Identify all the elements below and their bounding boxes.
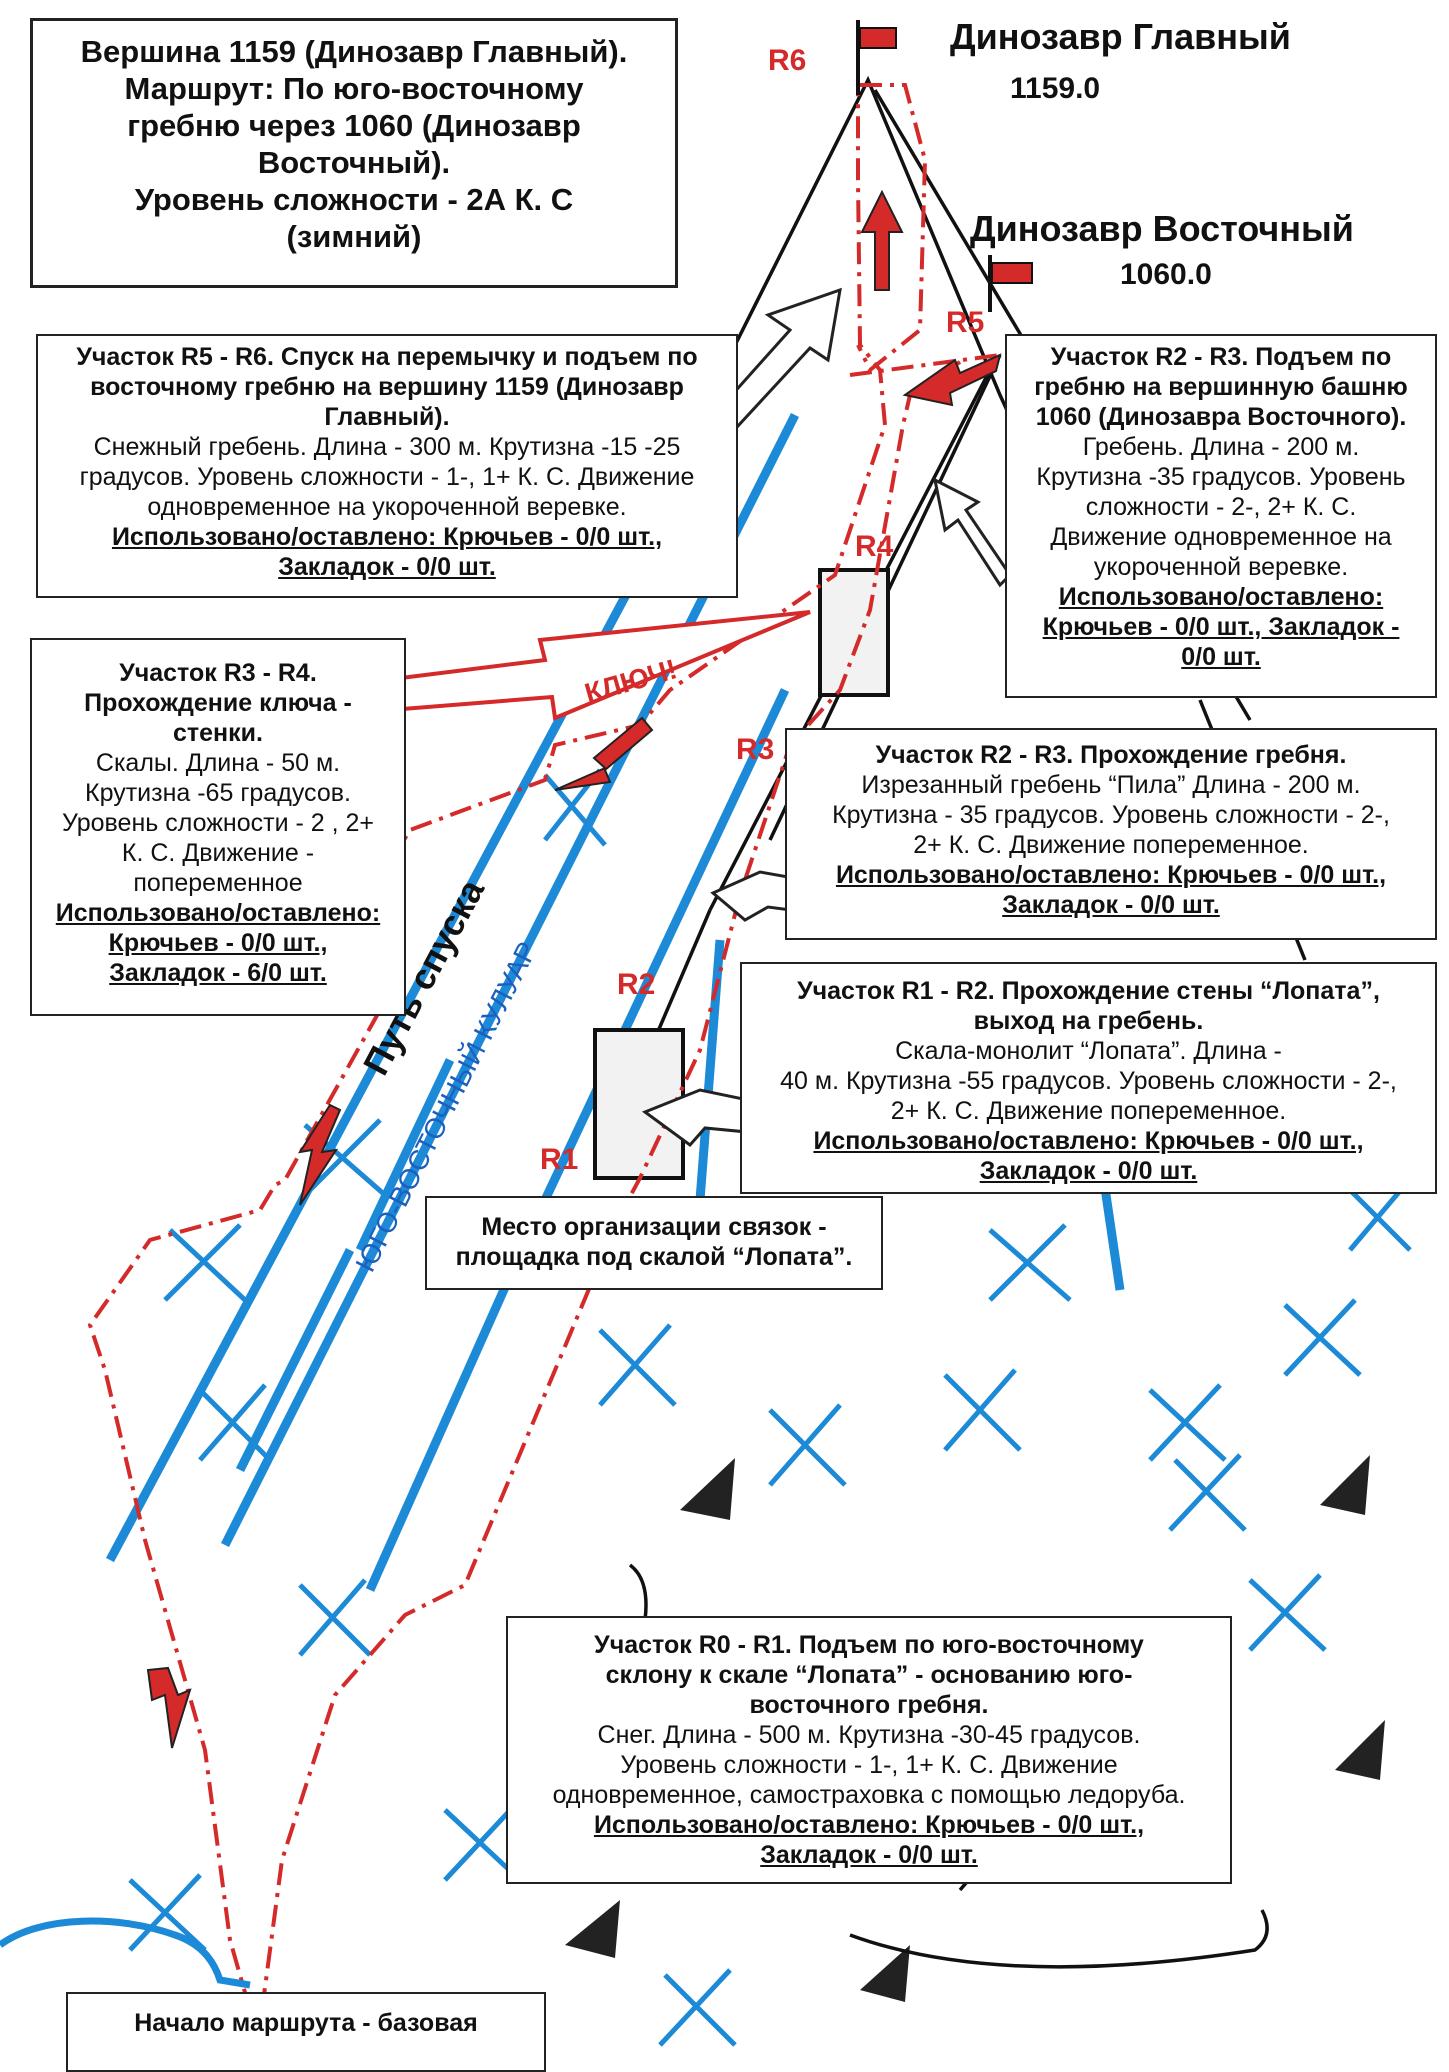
route-start-box: Начало маршрута - базовая xyxy=(66,1992,546,2072)
peak-east-altitude: 1060.0 xyxy=(1120,258,1212,291)
segment-r0-r1-box: Участок R0 - R1. Подъем по юго-восточном… xyxy=(506,1616,1232,1884)
segment-text: Скала-монолит “Лопата”. Длина - xyxy=(895,1037,1282,1065)
title-box: Вершина 1159 (Динозавр Главный). Маршрут… xyxy=(30,18,678,288)
segment-heading: Участок R3 - R4. xyxy=(119,659,317,687)
title-line-5: Уровень сложности - 2А К. С xyxy=(134,182,574,217)
segment-text: Крутизна - 35 градусов. Уровень сложност… xyxy=(832,801,1390,829)
title-line-1: Вершина 1159 (Динозавр Главный). xyxy=(80,34,628,69)
segment-text: одновременное на укороченной веревке. xyxy=(147,493,627,521)
point-r1: R1 xyxy=(540,1143,579,1176)
segment-gear: Закладок - 0/0 шт. xyxy=(760,1841,978,1869)
key-wall-block xyxy=(818,568,890,697)
segment-gear: Закладок - 0/0 шт. xyxy=(1002,891,1220,919)
segment-gear: Закладок - 0/0 шт. xyxy=(979,1157,1198,1185)
segment-text: 2+ К. С. Движение попеременное. xyxy=(913,831,1309,859)
segment-heading: 1060 (Динозавра Восточного). xyxy=(1035,403,1407,431)
segment-gear: Использовано/оставлено: Крючьев - 0/0 шт… xyxy=(813,1127,1364,1155)
segment-heading: Участок R0 - R1. Подъем по юго-восточном… xyxy=(594,1631,1144,1659)
segment-text: 2+ К. С. Движение попеременное. xyxy=(890,1097,1287,1125)
title-line-2: Маршрут: По юго-восточному xyxy=(124,71,584,106)
segment-heading: Участок R5 - R6. Спуск на перемычку и по… xyxy=(76,343,698,371)
point-r2: R2 xyxy=(617,968,656,1001)
segment-text: Снежный гребень. Длина - 300 м. Крутизна… xyxy=(93,433,681,461)
point-r3: R3 xyxy=(736,733,775,766)
place-line: площадка под скалой “Лопата”. xyxy=(455,1243,853,1271)
segment-gear: Закладок - 6/0 шт. xyxy=(109,959,327,987)
lake-shore xyxy=(0,1917,251,1989)
segment-r5-r6-box: Участок R5 - R6. Спуск на перемычку и по… xyxy=(36,334,738,598)
title-line-4: Восточный). xyxy=(257,145,451,180)
segment-text: одновременное, самостраховка с помощью л… xyxy=(552,1781,1186,1809)
segment-heading: восточному гребню на вершину 1159 (Диноз… xyxy=(90,373,684,401)
segment-r2-r3-ridge-box: Участок R2 - R3. Подъем по гребню на вер… xyxy=(1005,334,1437,698)
segment-text: сложности - 2-, 2+ К. С. xyxy=(1085,493,1357,521)
peak-east-name: Динозавр Восточный xyxy=(970,208,1354,249)
place-line: Место организации связок - xyxy=(481,1213,827,1241)
segment-text: Снег. Длина - 500 м. Крутизна -30-45 гра… xyxy=(597,1721,1141,1749)
segment-text: укороченной веревке. xyxy=(1093,553,1349,581)
segment-text: Уровень сложности - 1-, 1+ К. С. Движени… xyxy=(620,1751,1118,1779)
rope-up-place-box: Место организации связок - площадка под … xyxy=(425,1196,883,1290)
peak-main-altitude: 1159.0 xyxy=(1010,72,1101,105)
key-arrow xyxy=(382,610,811,721)
segment-text: Уровень сложности - 2 , 2+ xyxy=(61,809,375,837)
segment-heading: склону к скале “Лопата” - основанию юго- xyxy=(605,1661,1133,1689)
segment-text: градусов. Уровень сложности - 1-, 1+ К. … xyxy=(79,463,695,491)
segment-heading: восточного гребня. xyxy=(749,1691,989,1719)
snow-crosses xyxy=(128,768,1412,2047)
title-line-6: (зимний) xyxy=(286,219,422,254)
segment-gear: Использовано/оставлено: Крючьев - 0/0 шт… xyxy=(111,523,663,551)
title-line-3: гребню через 1060 (Динозавр xyxy=(127,108,581,143)
segment-heading: стенки. xyxy=(173,719,263,747)
segment-heading: Главный). xyxy=(324,403,450,431)
segment-gear: Крючьев - 0/0 шт., Закладок - xyxy=(1042,613,1400,641)
route-lines xyxy=(87,83,1001,2011)
segment-gear: Использовано/оставлено: xyxy=(55,899,381,927)
point-r6: R6 xyxy=(768,44,807,77)
start-line: Начало маршрута - базовая xyxy=(134,2009,478,2037)
segment-r2-r3-saw-box: Участок R2 - R3. Прохождение гребня. Изр… xyxy=(785,728,1437,940)
segment-gear: Крючьев - 0/0 шт., xyxy=(108,929,328,957)
segment-text: Движение одновременное на xyxy=(1050,523,1392,551)
segment-gear: 0/0 шт. xyxy=(1181,643,1261,671)
segment-gear: Использовано/оставлено: Крючьев - 0/0 шт… xyxy=(835,861,1387,889)
point-r4: R4 xyxy=(855,530,894,563)
segment-text: попеременное xyxy=(133,869,303,897)
red-arrows xyxy=(146,189,1002,1749)
segment-gear: Использовано/оставлено: Крючьев - 0/0 шт… xyxy=(593,1811,1145,1839)
segment-heading: Прохождение ключа - xyxy=(84,689,352,717)
flag-main xyxy=(856,20,897,95)
segment-text: Изрезанный гребень “Пила” Длина - 200 м. xyxy=(861,771,1361,799)
segment-text: Крутизна -65 градусов. xyxy=(85,779,351,807)
segment-gear: Использовано/оставлено: xyxy=(1058,583,1384,611)
segment-text: К. С. Движение - xyxy=(121,839,315,867)
segment-text: Гребень. Длина - 200 м. xyxy=(1082,433,1360,461)
segment-text: Крутизна -35 градусов. Уровень xyxy=(1036,463,1406,491)
segment-heading: гребню на вершинную башню xyxy=(1034,373,1408,401)
segment-heading: выход на гребень. xyxy=(973,1007,1204,1035)
rock-triangles xyxy=(565,1455,1385,2002)
flag-east xyxy=(988,255,1033,312)
segment-r3-r4-box: Участок R3 - R4. Прохождение ключа - сте… xyxy=(30,638,406,1016)
peak-main-name: Динозавр Главный xyxy=(950,16,1291,57)
segment-text: 40 м. Крутизна -55 градусов. Уровень сло… xyxy=(780,1067,1397,1095)
segment-gear: Закладок - 0/0 шт. xyxy=(278,553,496,581)
segment-r1-r2-box: Участок R1 - R2. Прохождение стены “Лопа… xyxy=(740,962,1437,1194)
point-r5: R5 xyxy=(946,306,985,339)
segment-text: Скалы. Длина - 50 м. xyxy=(95,749,341,777)
segment-heading: Участок R2 - R3. Прохождение гребня. xyxy=(875,741,1347,769)
segment-heading: Участок R1 - R2. Прохождение стены “Лопа… xyxy=(797,977,1380,1005)
segment-heading: Участок R2 - R3. Подъем по xyxy=(1050,343,1392,371)
